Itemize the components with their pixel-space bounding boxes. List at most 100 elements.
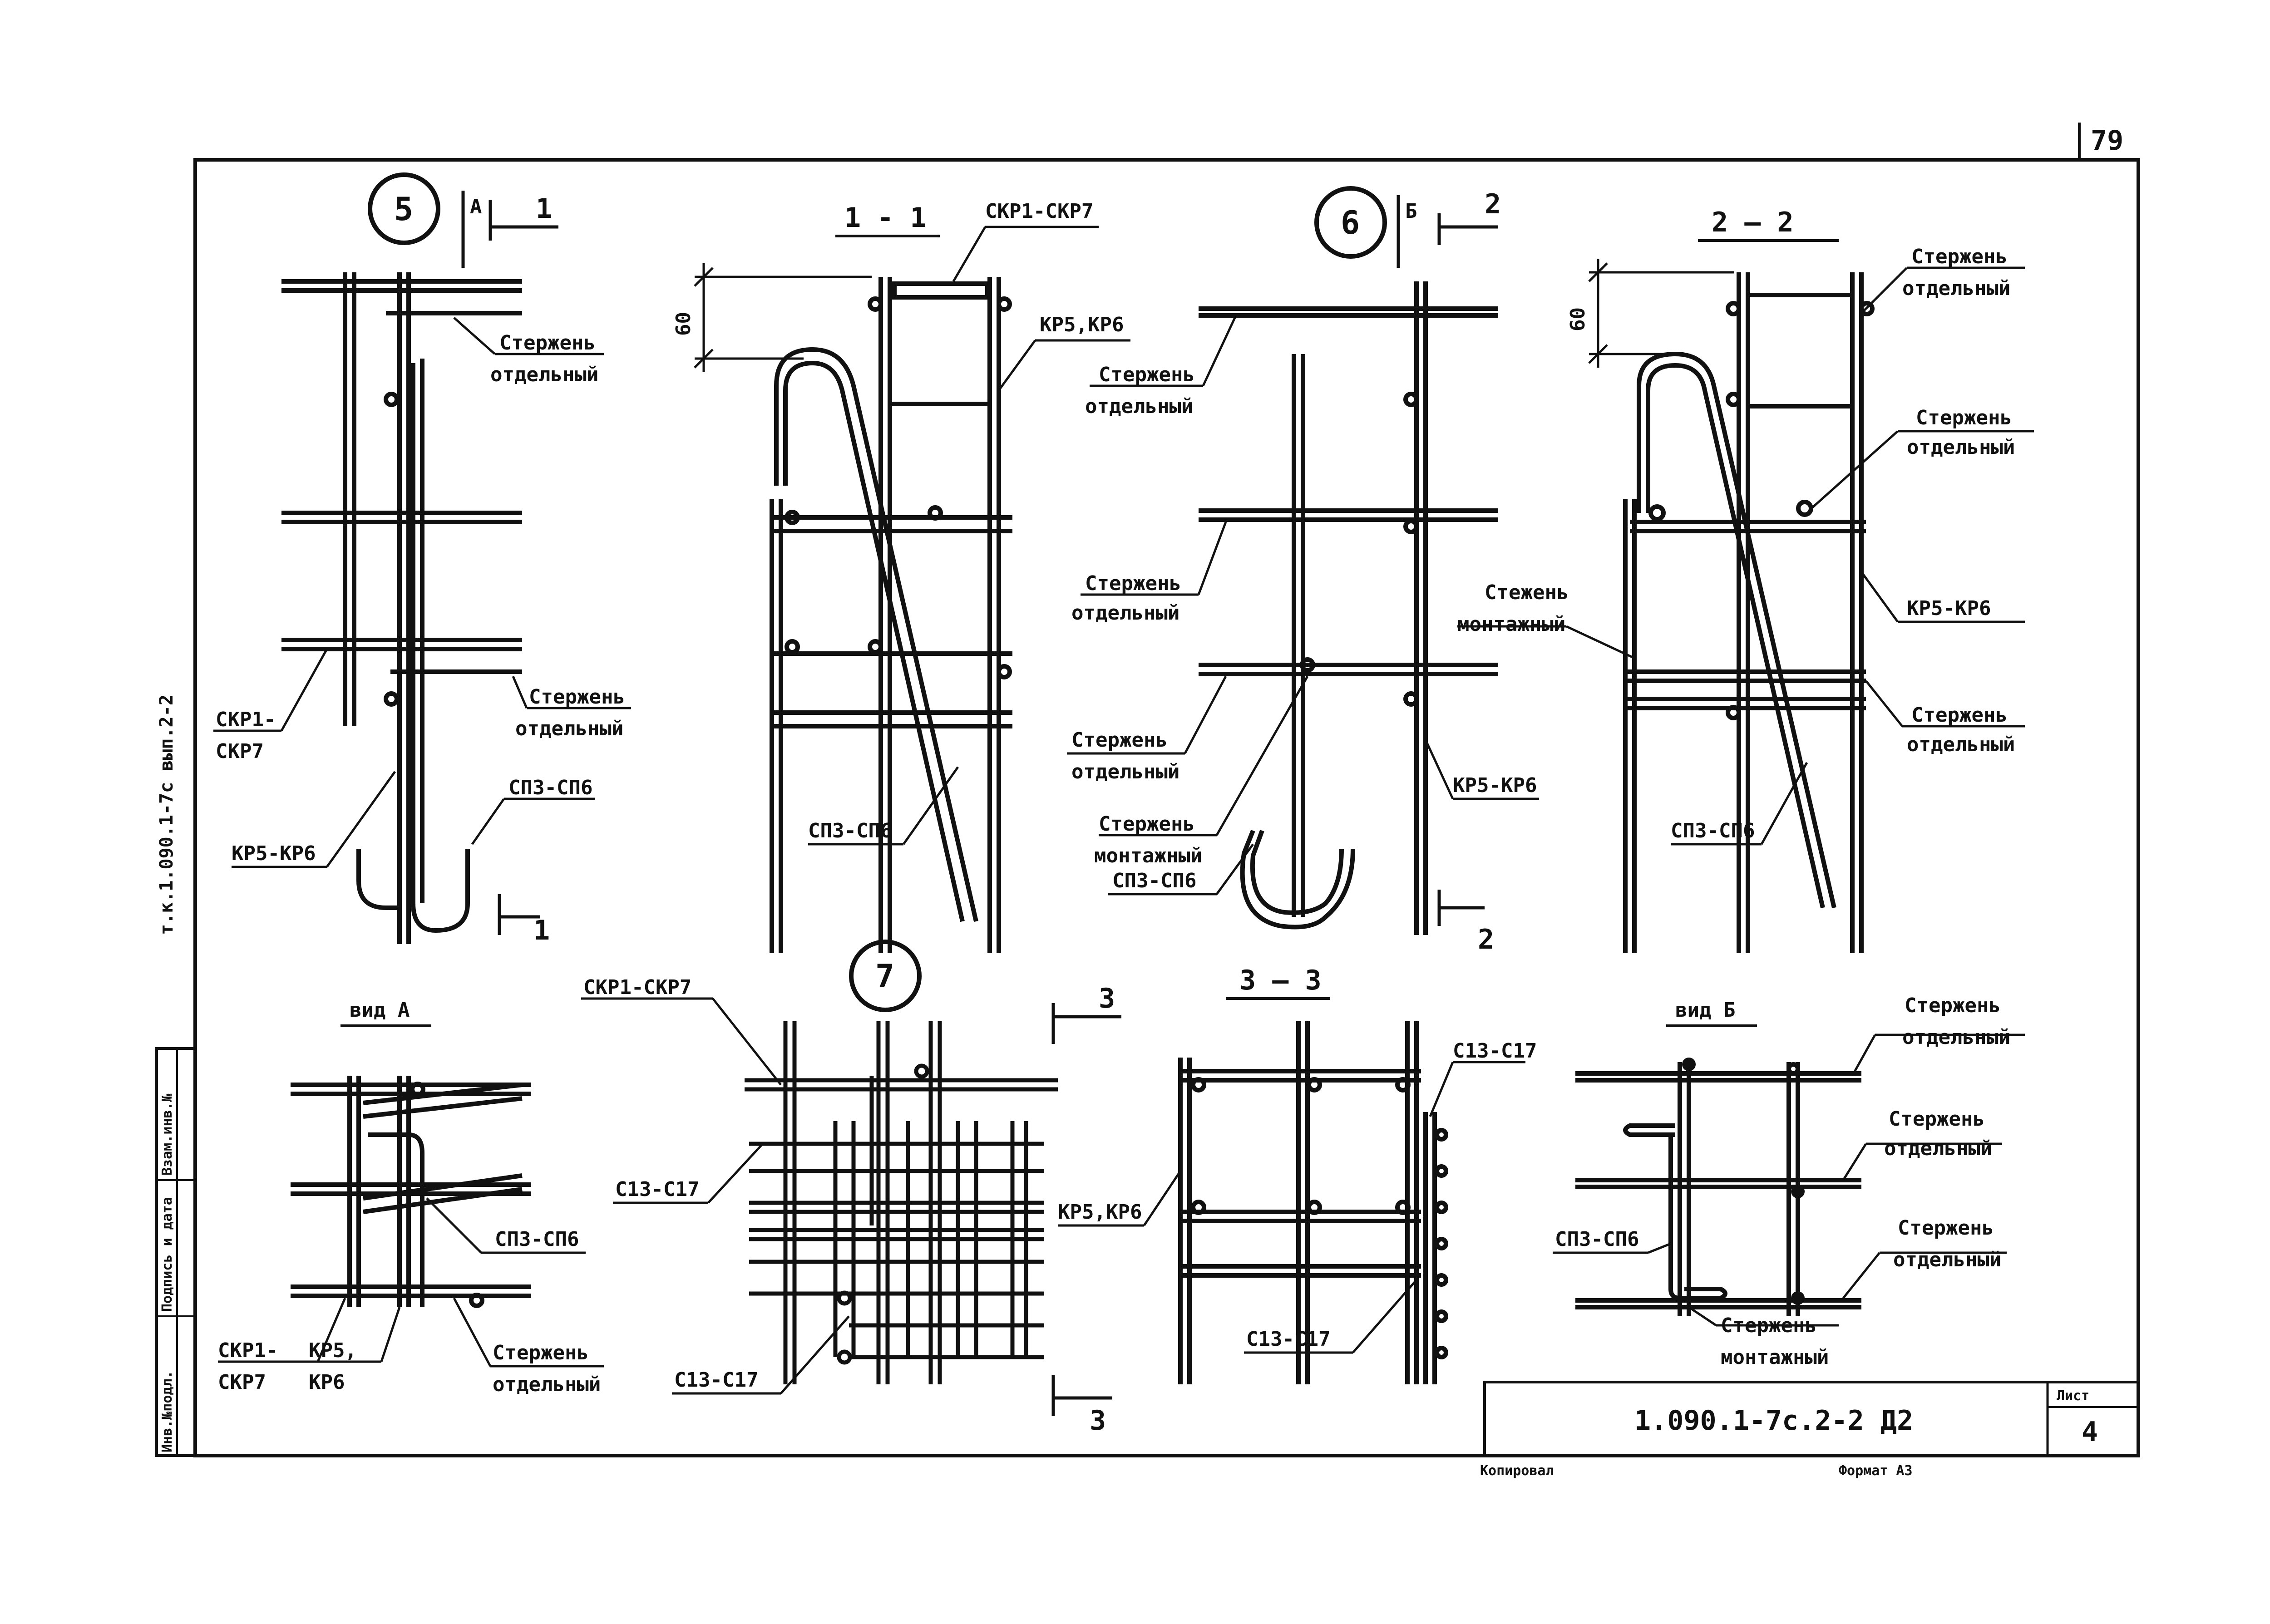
node-6-number: 6 [1341, 204, 1360, 241]
view-a-drawing [291, 1076, 531, 1308]
section-1-1-dimension [694, 263, 872, 372]
section-3-3-title: 3 — 3 [1239, 965, 1322, 996]
node-6-leaders [1067, 317, 1539, 896]
section-2-2-leaders [1457, 266, 2034, 846]
node-6-label-sterzhen-3: Стержень [1071, 728, 1168, 752]
section-2-2-dimension [1588, 259, 1734, 368]
node-7-cut-3-top: 3 [1099, 983, 1115, 1014]
section-2-2-drawing [1623, 272, 1875, 953]
node-6-callout [1314, 186, 1387, 259]
sheet-number: 4 [2082, 1416, 2098, 1448]
node-6-label-kr: КР5-КР6 [1453, 774, 1537, 797]
view-b-leaders [1553, 1033, 2025, 1327]
node-6-view-arrows [1397, 195, 1498, 926]
node-5-label-sp3-sp6: СП3-СП6 [508, 776, 592, 799]
section-2-2-label-montazhny: монтажный [1457, 613, 1565, 636]
node-5-label-otdelny: отдельный [490, 363, 598, 386]
node-5-cut-1-top: 1 [536, 193, 552, 225]
node-6-cut-2-top: 2 [1485, 188, 1501, 220]
node-7-callout [849, 940, 922, 1012]
view-b-label-otdelny-1: отдельный [1902, 1026, 2010, 1049]
section-3-3-leaders [1058, 1061, 1525, 1354]
node-6-label-sterzhen-2: Стержень [1085, 572, 1181, 595]
node-5-label-skr1: СКР1- [216, 708, 276, 731]
section-2-2-label-otdelny-1: отдельный [1902, 277, 2010, 300]
section-1-1-leaders [808, 226, 1130, 846]
node-5-label-kr5-kr6: КР5-КР6 [232, 842, 316, 865]
section-2-2-label-sterzhen-1: Стержень [1911, 245, 2008, 268]
view-b-label-otdelny-2: отдельный [1884, 1137, 1992, 1160]
node-7-label-skr: СКР1-СКР7 [583, 976, 691, 999]
node-5-label-skr7: СКР7 [216, 740, 264, 763]
node-6-mark-b: Б [1405, 200, 1417, 223]
node-7-cut-3-bottom: 3 [1090, 1405, 1106, 1437]
sheet-label: Лист [2057, 1388, 2089, 1404]
side-table-cell-1: Инв.№подл. [159, 1370, 175, 1452]
section-3-3-label-s-top: С13-С17 [1453, 1039, 1537, 1063]
node-6-cut-2-bottom: 2 [1478, 924, 1494, 955]
section-1-1-label-kr: КР5,КР6 [1040, 313, 1124, 336]
section-1-1-title: 1 - 1 [844, 202, 927, 234]
view-a-leaders [218, 1197, 604, 1368]
section-3-3-label-s-bottom: С13-С17 [1246, 1328, 1330, 1351]
node-7-number: 7 [875, 958, 894, 995]
view-b-label-sp: СП3-СП6 [1555, 1228, 1639, 1251]
view-a-label-skr1: СКР1- [218, 1339, 278, 1362]
node-5-callout [368, 172, 440, 245]
section-3-3-drawing [1178, 1021, 1448, 1384]
node-6-label-sterzhen-4: Стержень [1099, 812, 1195, 836]
node-6-label-montazhny: монтажный [1094, 844, 1202, 867]
view-a-label-kr5: КР5, [309, 1339, 357, 1362]
node-6-label-sterzhen-1: Стержень [1099, 363, 1195, 386]
view-b-label-sterzhen-3: Стержень [1898, 1216, 1994, 1240]
node-5-leaders [213, 317, 631, 868]
node-7-label-s-bottom: С13-С17 [674, 1368, 758, 1392]
node-6-label-otdelny-2: отдельный [1071, 601, 1179, 625]
stamp-code: 1.090.1-7с.2-2 Д2 [1634, 1405, 1913, 1437]
view-b-drawing [1575, 1058, 1861, 1316]
side-table-cell-3: Взам.инв.№ [159, 1093, 175, 1176]
side-code: т.к.1.090.1-7с вып.2-2 [156, 694, 177, 935]
view-a-title: вид А [350, 999, 410, 1022]
node-6-label-otdelny-3: отдельный [1071, 760, 1179, 783]
section-1-1-drawing [770, 277, 1012, 953]
copied-label: Копировал [1480, 1463, 1554, 1479]
view-b-label-sterzhen-1: Стержень [1905, 994, 2001, 1017]
section-2-2-label-sp: СП3-СП6 [1671, 819, 1755, 842]
section-2-2-label-otdelny-3: отдельный [1907, 733, 2015, 756]
view-a-label-sp: СП3-СП6 [495, 1228, 579, 1251]
page-number: 79 [2091, 125, 2123, 157]
node-5-mark-a: А [470, 195, 482, 218]
view-b-label-otdelny-3: отдельный [1893, 1248, 2001, 1271]
view-b-title: вид Б [1675, 999, 1735, 1022]
view-a-label-sterzhen: Стержень [493, 1341, 589, 1364]
node-6-label-sp: СП3-СП6 [1112, 869, 1196, 892]
node-5-label-sterzhen: Стержень [499, 331, 596, 354]
section-2-2-label-stezhen: Стежень [1485, 581, 1569, 604]
view-a-label-skr7: СКР7 [218, 1371, 266, 1394]
node-5-view-arrows [461, 191, 558, 935]
section-2-2-label-sterzhen-3: Стержень [1911, 704, 2008, 727]
node-6-label-otdelny-1: отдельный [1085, 395, 1193, 418]
side-table-cell-2: Подпись и дата [159, 1197, 175, 1312]
section-1-1-label-sp: СП3-СП6 [808, 819, 892, 842]
section-1-1-dim-60: 60 [672, 312, 695, 336]
node-5-label-sterzhen-2: Стержень [529, 685, 625, 709]
node-7-cut-arrows [1051, 1003, 1121, 1416]
node-5-number: 5 [394, 191, 413, 228]
node-5-cut-1-bottom: 1 [533, 915, 550, 946]
node-7-drawing [745, 1021, 1058, 1384]
sheet-frame [155, 123, 2140, 1457]
view-a-label-kr6: КР6 [309, 1371, 345, 1394]
node-6-drawing [1199, 281, 1498, 935]
section-1-1-label-skr: СКР1-СКР7 [985, 200, 1093, 223]
section-3-3-label-kr: КР5,КР6 [1058, 1201, 1142, 1224]
view-a-label-otdelny: отдельный [493, 1373, 601, 1396]
view-b-label-sterzhen-4: Стержень [1721, 1314, 1817, 1337]
section-2-2-label-kr: КР5-КР6 [1907, 597, 1991, 620]
section-2-2-label-otdelny-2: отдельный [1907, 436, 2015, 459]
node-5-label-otdelny-2: отдельный [515, 717, 623, 740]
node-7-label-s-top: С13-С17 [615, 1178, 699, 1201]
section-2-2-label-sterzhen-2: Стержень [1916, 406, 2012, 429]
